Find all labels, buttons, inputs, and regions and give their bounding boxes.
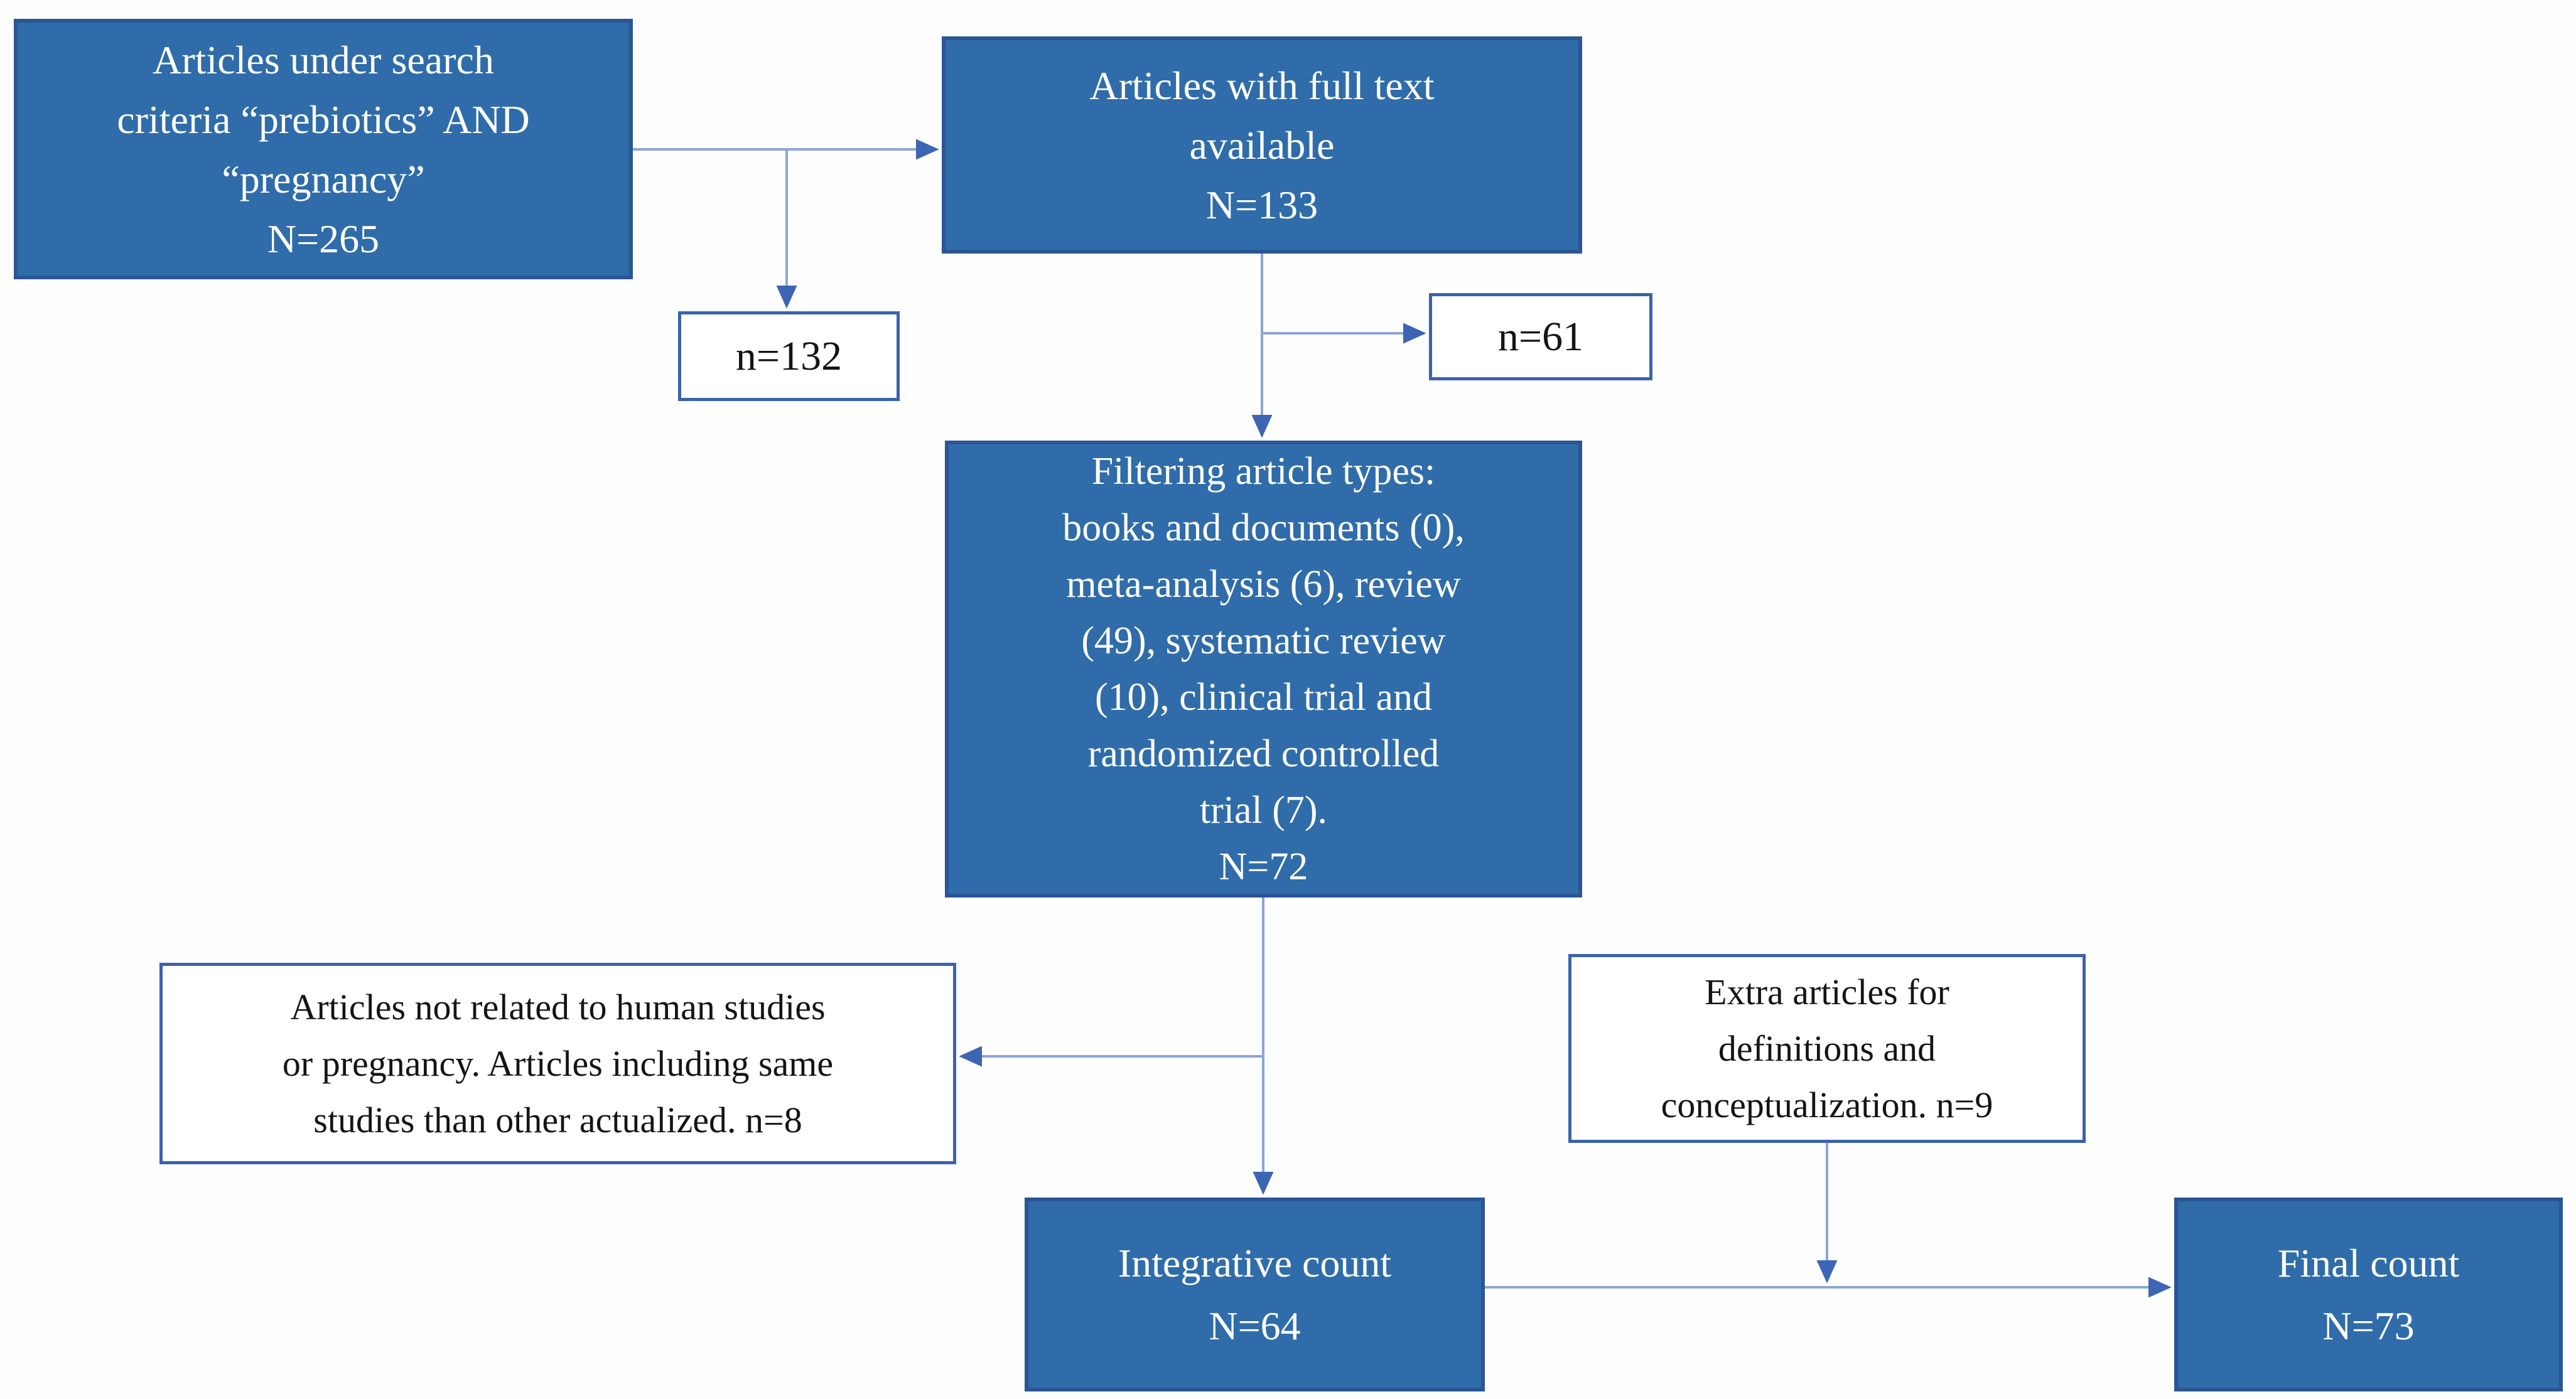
box-excluded-n61: n=61 [1429, 293, 1652, 380]
box-excluded-n132: n=132 [678, 311, 900, 401]
box-integrative-count: Integrative count N=64 [1025, 1198, 1485, 1391]
box-not-related-human-studies: Articles not related to human studies or… [159, 963, 956, 1164]
box-full-text-available: Articles with full text available N=133 [942, 36, 1582, 254]
box-final-count: Final count N=73 [2174, 1198, 2563, 1391]
box-search-criteria: Articles under search criteria “prebioti… [14, 19, 633, 279]
box-extra-articles: Extra articles for definitions and conce… [1568, 954, 2086, 1143]
box-filtering-article-types: Filtering article types: books and docum… [945, 441, 1582, 898]
